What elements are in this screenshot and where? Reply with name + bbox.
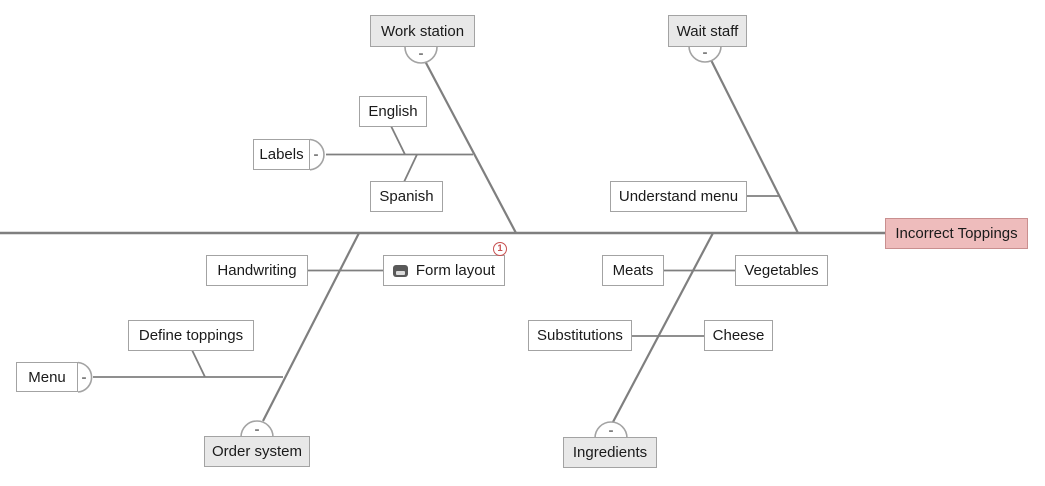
- node-label: Incorrect Toppings: [895, 225, 1018, 242]
- node-substitutions[interactable]: Substitutions: [528, 320, 632, 351]
- node-spanish[interactable]: Spanish: [370, 181, 443, 212]
- node-label: Cheese: [712, 327, 765, 344]
- node-meats[interactable]: Meats: [602, 255, 664, 286]
- node-label: Order system: [211, 443, 302, 460]
- node-label: Meats: [612, 262, 654, 279]
- node-handwriting[interactable]: Handwriting: [206, 255, 308, 286]
- node-label: Handwriting: [217, 262, 297, 279]
- collapse-control-work-station[interactable]: -: [418, 44, 424, 62]
- collapse-arc-wait-staff[interactable]: [688, 45, 722, 63]
- connector-spanish: [403, 154, 418, 183]
- connector-define-toppings: [191, 349, 206, 378]
- node-effect-incorrect-toppings[interactable]: Incorrect Toppings: [885, 218, 1028, 249]
- collapse-control-labels[interactable]: -: [313, 145, 319, 163]
- node-label: Labels: [259, 146, 304, 163]
- note-icon: [392, 264, 408, 277]
- collapse-arc-labels[interactable]: [309, 138, 325, 171]
- node-label: Work station: [380, 22, 465, 40]
- node-understand-menu[interactable]: Understand menu: [610, 181, 747, 212]
- note-count-badge[interactable]: 1: [493, 242, 507, 256]
- collapse-arc-work-station[interactable]: [404, 46, 438, 64]
- node-label: Menu: [28, 368, 66, 386]
- node-cheese[interactable]: Cheese: [704, 320, 773, 351]
- node-label: Vegetables: [744, 262, 819, 279]
- node-form-layout[interactable]: Form layout 1: [383, 242, 507, 286]
- node-label: Form layout: [415, 262, 496, 279]
- collapse-arc-order-system[interactable]: [240, 420, 274, 438]
- node-menu[interactable]: Menu: [16, 362, 78, 392]
- node-ingredients[interactable]: Ingredients: [563, 437, 657, 468]
- collapse-arc-ingredients[interactable]: [594, 421, 628, 439]
- bone-order-system: [262, 232, 360, 422]
- bone-ingredients: [612, 232, 714, 423]
- bone-work-station: [424, 60, 517, 234]
- node-label: Spanish: [379, 188, 434, 205]
- node-label: Wait staff: [676, 22, 739, 40]
- node-order-system[interactable]: Order system: [204, 436, 310, 467]
- node-work-station[interactable]: Work station: [370, 15, 475, 47]
- node-wait-staff[interactable]: Wait staff: [668, 15, 747, 47]
- collapse-control-order-system[interactable]: -: [254, 420, 260, 438]
- collapse-control-menu[interactable]: -: [81, 368, 87, 386]
- node-vegetables[interactable]: Vegetables: [735, 255, 828, 286]
- node-label: English: [368, 103, 418, 120]
- connector-english: [390, 125, 406, 155]
- collapse-control-wait-staff[interactable]: -: [702, 43, 708, 61]
- node-label: Substitutions: [537, 327, 623, 344]
- node-label: Define toppings: [138, 327, 244, 344]
- node-label: Understand menu: [618, 188, 739, 205]
- node-english[interactable]: English: [359, 96, 427, 127]
- node-labels[interactable]: Labels: [253, 139, 310, 170]
- bone-wait-staff: [710, 59, 799, 234]
- node-define-toppings[interactable]: Define toppings: [128, 320, 254, 351]
- collapse-arc-menu[interactable]: [77, 361, 93, 393]
- note-icon-inner: [395, 270, 405, 275]
- collapse-control-ingredients[interactable]: -: [608, 421, 614, 439]
- node-label: Ingredients: [572, 444, 648, 461]
